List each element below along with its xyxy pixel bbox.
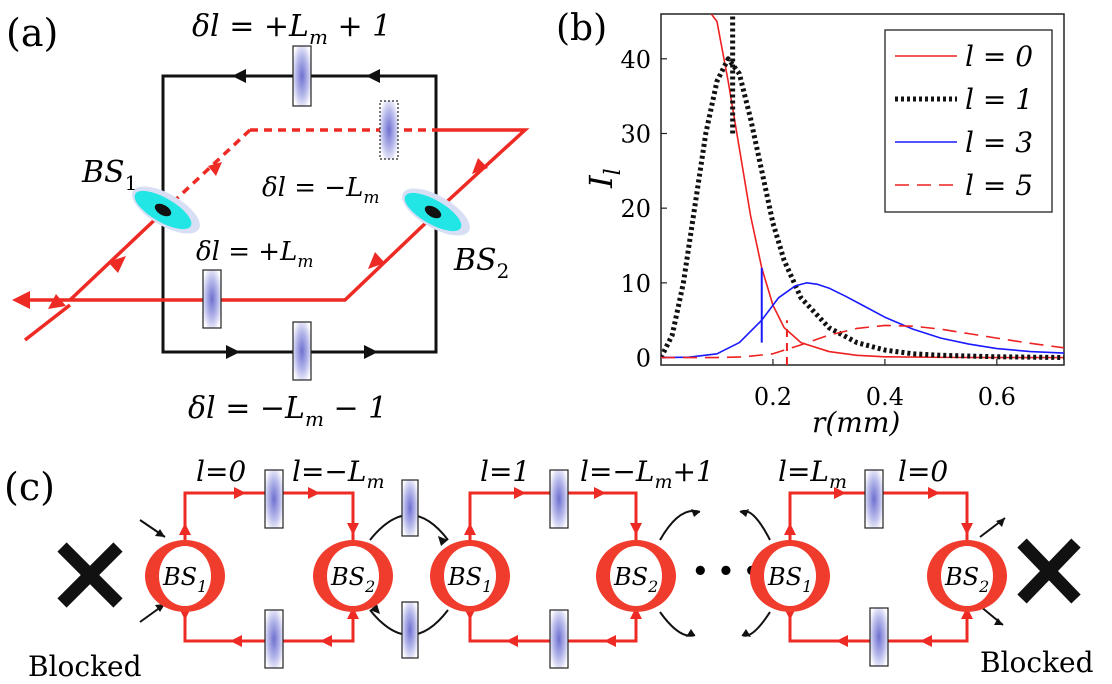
y-tick-label: 40	[620, 46, 651, 74]
block-x-left-icon	[57, 542, 123, 608]
splitter-label: BS2	[330, 563, 375, 596]
plate-top	[292, 45, 312, 107]
plot-frame	[660, 13, 1065, 366]
series-line-l-3	[661, 282, 1064, 359]
splitter-label: BS1	[447, 563, 492, 596]
loop-arrows-c	[179, 487, 973, 647]
panel-c: (c) Blocked Blocked • • •	[4, 455, 1094, 683]
bs1-splitter	[132, 186, 200, 234]
loop-label: l=Lm	[778, 455, 847, 493]
x-tick-label: 0.6	[978, 383, 1016, 411]
beam-arrows	[12, 158, 488, 309]
panel-c-tag: (c)	[4, 465, 55, 509]
series-line-l-1	[661, 56, 1064, 361]
mid-delay-label: δl = −Lm	[262, 173, 379, 208]
splitter-group: BS1 BS2 BS1 BS2 BS1 BS2	[145, 540, 1007, 612]
beam-splitter-4: BS2	[596, 540, 676, 612]
y-tick-label: 20	[620, 195, 651, 223]
top-delay-label: δl = +Lm + 1	[192, 9, 391, 49]
x-tick-label: 0.2	[754, 383, 792, 411]
loop-label: l=−Lm	[292, 455, 385, 493]
splitter-label: BS2	[613, 563, 658, 596]
loop-label: l=−Lm+1	[580, 455, 714, 493]
legend-label: l = 1	[965, 83, 1033, 116]
panel-a-tag: (a)	[6, 11, 58, 55]
plate-bottom	[292, 321, 312, 381]
blocked-right-label: Blocked	[980, 646, 1094, 679]
legend-label: l = 3	[965, 126, 1033, 159]
bs1-label: BS1	[81, 155, 137, 195]
beam-paths	[20, 128, 530, 342]
plate-lower	[202, 269, 222, 329]
y-tick-label: 30	[620, 120, 651, 148]
beam-splitter-2: BS2	[313, 540, 393, 612]
beam-splitter-6: BS2	[927, 540, 1007, 612]
loop-label: l=0	[196, 455, 246, 488]
panel-a: (a)	[6, 9, 530, 431]
loop-label: l=0	[898, 455, 948, 488]
lower-delay-label: δl = +Lm	[196, 237, 313, 272]
beam-splitter-3: BS1	[430, 540, 510, 612]
legend-label: l = 5	[965, 169, 1033, 202]
blocked-left-label: Blocked	[28, 650, 142, 683]
beam-splitter-5: BS1	[750, 540, 830, 612]
panel-b: (b) 0 10 20 30 40 0.2 0.4 0.6 l = 0 l = 1 l = 3 l =…	[556, 8, 1065, 439]
chart-ylabel: Il	[582, 168, 626, 189]
bs2-label: BS2	[453, 243, 509, 283]
panel-b-tag: (b)	[556, 8, 607, 49]
splitter-label: BS1	[767, 563, 812, 596]
beam-splitter-1: BS1	[145, 540, 225, 612]
loop-arrows	[226, 69, 380, 359]
ellipsis: • • •	[692, 557, 760, 587]
coupling-arrowheads	[155, 509, 1005, 637]
chart-xlabel: r(mm)	[812, 406, 900, 439]
legend-box	[884, 29, 1053, 213]
legend-label: l = 0	[965, 40, 1033, 73]
splitter-label: BS1	[162, 563, 207, 596]
series-line-l-5	[661, 324, 1064, 359]
block-x-right-icon	[1017, 538, 1081, 604]
loop-labels: l=0 l=−Lm l=1 l=−Lm+1 l=Lm l=0	[196, 455, 948, 493]
series-layer	[661, 14, 1064, 365]
x-tick-label: 0.4	[866, 383, 904, 411]
plate-mid	[379, 100, 399, 160]
splitter-label: BS2	[944, 563, 989, 596]
loop-label: l=1	[480, 455, 530, 488]
bs2-splitter	[402, 188, 470, 236]
plates-c	[264, 469, 889, 669]
series-line-l-0	[710, 14, 1064, 359]
bottom-delay-label: δl = −Lm − 1	[188, 391, 387, 431]
y-tick-label: 10	[620, 270, 651, 298]
y-tick-label: 0	[636, 345, 651, 373]
chart-plot: 0 10 20 30 40 0.2 0.4 0.6 l = 0 l = 1 l = 3 l = 5	[620, 13, 1065, 411]
